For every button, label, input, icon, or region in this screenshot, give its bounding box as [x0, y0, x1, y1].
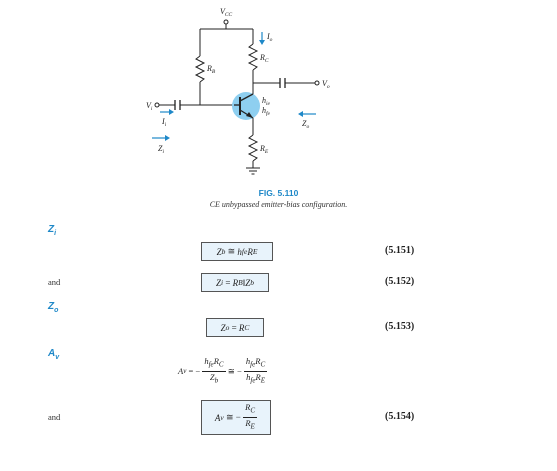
equation-number-5-152: (5.152): [385, 276, 415, 287]
equation-number-5-154: (5.154): [385, 411, 415, 422]
and-label-2: and: [48, 412, 61, 422]
zo-label: Z: [302, 119, 307, 128]
rb-label: R: [206, 64, 212, 73]
hie-label: h: [262, 96, 266, 105]
re-resistor: [247, 134, 259, 162]
svg-text:Vi: Vi: [146, 101, 153, 112]
vcc-label: V: [220, 7, 226, 16]
svg-text:Zo: Zo: [302, 119, 309, 130]
svg-text:RB: RB: [206, 64, 216, 75]
zo-heading: Zo: [48, 301, 59, 314]
zi-label: Z: [158, 144, 163, 153]
svg-text:hfe: hfe: [262, 106, 271, 117]
vo-terminal: [314, 80, 320, 86]
svg-text:Ii: Ii: [161, 117, 167, 128]
svg-text:Vo: Vo: [322, 79, 330, 90]
svg-text:hie: hie: [262, 96, 271, 107]
circuit-diagram: VCC Io RC RB Vo Vi Ii Zi Zo hie hfe RE: [146, 7, 330, 175]
vo-label: V: [322, 79, 328, 88]
vcc-terminal: [223, 19, 229, 25]
re-label: R: [259, 144, 265, 153]
ii-label: I: [161, 117, 165, 126]
and-label-1: and: [48, 277, 61, 287]
svg-text:Io: Io: [266, 32, 273, 43]
rc-resistor: [247, 43, 259, 71]
svg-text:RC: RC: [259, 53, 269, 64]
rb-resistor: [194, 55, 206, 83]
figure-caption-subtitle: CE unbypassed emitter-bias configuration…: [209, 200, 348, 209]
transistor-body: [232, 92, 260, 120]
emitter-arrow-icon: [246, 112, 253, 118]
zi-heading: Zi: [48, 224, 57, 237]
figure-caption-title: FIG. 5.110: [258, 188, 299, 198]
av-heading: Av: [48, 348, 60, 361]
rc-label: R: [259, 53, 265, 62]
vi-label: V: [146, 101, 152, 110]
svg-text:VCC: VCC: [220, 7, 233, 18]
equation-number-5-153: (5.153): [385, 321, 415, 332]
svg-text:RE: RE: [259, 144, 269, 155]
ground-icon: [246, 167, 260, 175]
hfe-label: h: [262, 106, 266, 115]
svg-text:Zi: Zi: [158, 144, 164, 155]
vi-terminal: [154, 102, 160, 108]
io-label: I: [266, 32, 270, 41]
equation-number-5-151: (5.151): [385, 245, 415, 256]
